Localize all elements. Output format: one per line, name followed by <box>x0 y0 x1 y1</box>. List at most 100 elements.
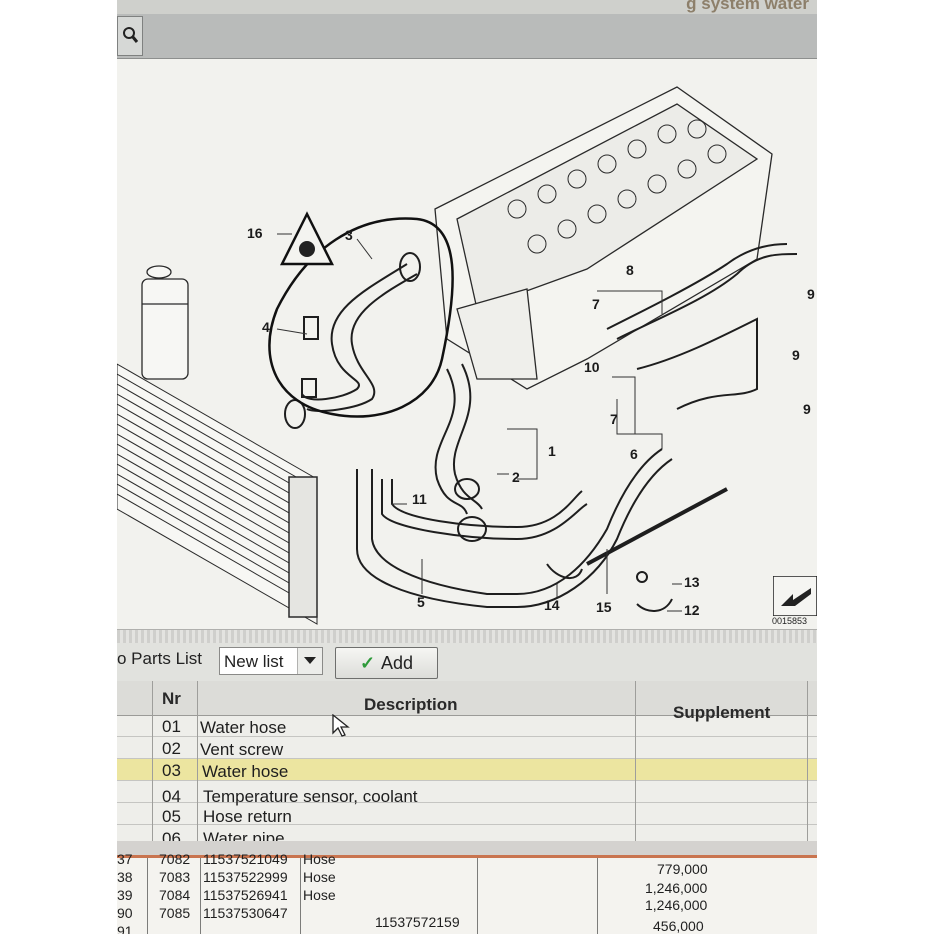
callout-4: 4 <box>262 319 270 335</box>
table-row[interactable]: 04 Temperature sensor, coolant <box>117 781 817 806</box>
row-part-number: 11537522999 <box>203 869 288 885</box>
leader-lines <box>276 233 682 612</box>
callout-14: 14 <box>544 597 560 613</box>
mouse-pointer-icon <box>332 714 350 737</box>
row-index: 38 <box>117 869 133 885</box>
callout-13: 13 <box>684 574 700 590</box>
row-index: 90 <box>117 905 133 921</box>
app-window: g system water <box>117 0 817 934</box>
header-nr[interactable]: Nr <box>162 689 181 708</box>
row-price: 1,246,000 <box>645 897 708 913</box>
navigate-arrow-icon[interactable] <box>773 576 817 616</box>
column-divider <box>807 681 808 841</box>
chevron-down-icon[interactable] <box>297 648 322 674</box>
zoom-button[interactable] <box>117 16 143 56</box>
column-divider <box>635 681 636 841</box>
price-row[interactable]: 39 7084 11537526941 Hose 1,246,000 <box>117 880 817 905</box>
callout-3: 3 <box>345 227 353 243</box>
table-row[interactable]: 01 Water hose <box>117 715 817 737</box>
upper-water-hose <box>284 252 421 429</box>
price-row[interactable]: 38 7083 11537522999 Hose 779,000 <box>117 861 817 887</box>
expansion-tank <box>141 265 189 380</box>
callout-8: 8 <box>626 262 634 278</box>
column-divider <box>147 858 148 934</box>
header-description[interactable]: Description <box>364 695 458 714</box>
callout-6: 6 <box>630 446 638 462</box>
parts-diagram: 16 3 4 1 2 11 5 14 15 13 12 8 7 10 7 6 9… <box>117 59 817 629</box>
warning-label-symbol <box>279 211 335 266</box>
row-nr: 06 <box>162 829 181 841</box>
parts-list-select-value: New list <box>224 652 284 671</box>
callout-7b: 7 <box>610 411 618 427</box>
row-description: Vent screw <box>200 740 284 759</box>
row-alt-part-number: 11537572159 <box>375 914 460 930</box>
callout-2: 2 <box>512 469 520 485</box>
row-description: Water hose <box>200 718 287 737</box>
column-divider <box>477 858 478 934</box>
parts-table: Nr Description Supplement 01 Water hose … <box>117 681 817 841</box>
engine-cylinder-head <box>434 86 773 390</box>
row-nr: 04 <box>162 787 181 806</box>
row-price: 456,000 <box>653 918 704 934</box>
column-divider <box>152 681 153 841</box>
row-description: Hose <box>303 887 336 903</box>
radiator <box>117 363 318 625</box>
callout-7a: 7 <box>592 296 600 312</box>
lower-hoses <box>356 243 798 612</box>
callout-9b: 9 <box>792 347 800 363</box>
parts-list-label: o Parts List <box>117 649 203 668</box>
row-nr: 05 <box>162 807 181 826</box>
row-nr: 01 <box>162 717 181 736</box>
row-description: Hose <box>303 869 336 885</box>
callout-16: 16 <box>247 225 263 241</box>
splitter[interactable] <box>117 629 817 644</box>
row-index: 39 <box>117 887 133 903</box>
add-button[interactable]: ✓ Add <box>335 647 438 679</box>
row-code: 7082 <box>159 851 191 867</box>
row-part-number: 11537521049 <box>203 851 288 867</box>
row-description: Hose <box>303 851 336 867</box>
title-bar: g system water <box>117 0 817 15</box>
toolbar <box>117 14 817 59</box>
row-part-number: 11537526941 <box>203 887 288 903</box>
table-row[interactable]: 06 Water pipe <box>117 825 817 841</box>
row-nr: 03 <box>162 761 181 780</box>
diagram-ref-code: 0015853 <box>772 616 808 626</box>
table-row[interactable]: 05 Hose return <box>117 803 817 826</box>
column-divider <box>597 858 598 934</box>
row-price: 779,000 <box>657 861 708 877</box>
row-index: 91 <box>117 923 133 934</box>
column-divider <box>200 858 201 934</box>
row-code: 7083 <box>159 869 191 885</box>
row-description: Water hose <box>202 762 289 781</box>
row-index: 37 <box>117 851 133 867</box>
callout-9a: 9 <box>807 286 815 302</box>
row-description: Water pipe <box>203 829 285 841</box>
column-divider <box>300 858 301 934</box>
price-table-window: 37 7082 11537521049 Hose 38 7083 1153752… <box>117 841 817 934</box>
header-supplement[interactable]: Supplement <box>673 703 771 722</box>
parts-list-bar: o Parts List New list ✓ Add <box>117 643 817 681</box>
row-part-number: 11537530647 <box>203 905 288 921</box>
row-price: 1,246,000 <box>645 880 708 896</box>
checkmark-icon: ✓ <box>359 652 376 673</box>
table-row-selected[interactable]: 03 Water hose <box>117 759 817 781</box>
price-row[interactable]: 37 7082 11537521049 Hose <box>117 851 817 869</box>
callout-12: 12 <box>684 602 700 618</box>
window-title: g system water <box>686 0 809 13</box>
callout-9c: 9 <box>803 401 811 417</box>
callout-11: 11 <box>412 491 427 507</box>
callout-15: 15 <box>596 599 612 615</box>
row-code: 7085 <box>159 905 191 921</box>
row-code: 7084 <box>159 887 191 903</box>
table-header: Nr Description Supplement <box>117 681 817 722</box>
table-row[interactable]: 02 Vent screw <box>117 737 817 759</box>
price-table: 37 7082 11537521049 Hose 38 7083 1153752… <box>117 851 817 934</box>
price-row[interactable]: 90 7085 11537530647 1,246,000 <box>117 897 817 923</box>
callout-5: 5 <box>417 594 425 610</box>
parts-list-select[interactable]: New list <box>219 647 323 675</box>
callout-10: 10 <box>584 359 600 375</box>
column-divider <box>197 681 198 841</box>
exploded-view-drawing <box>117 86 798 625</box>
price-row[interactable]: 91 11537572159 456,000 <box>117 914 817 934</box>
